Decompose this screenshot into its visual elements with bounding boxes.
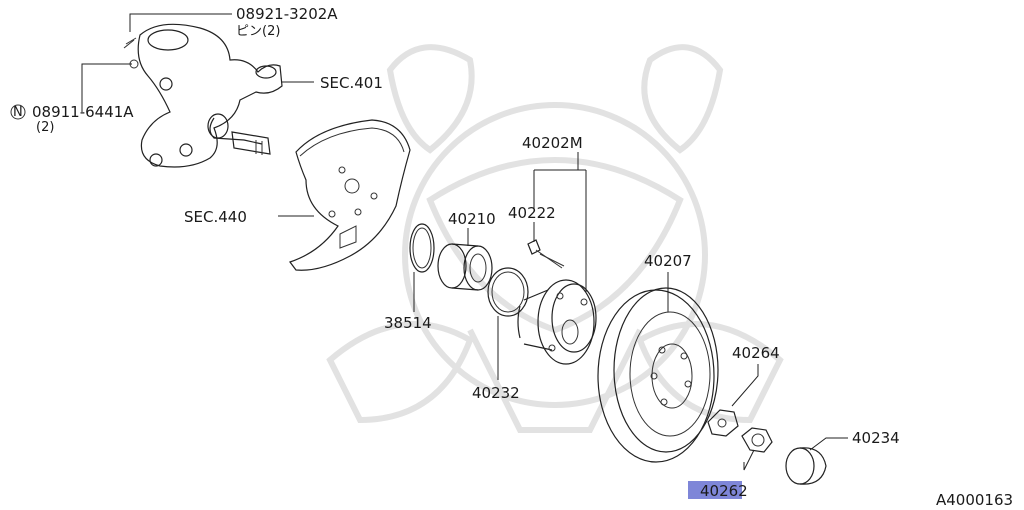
label-hub-bolt[interactable]: 40222 [508,204,556,222]
diagram-code: A4000163 [936,491,1013,509]
n-marker-circle [10,104,26,120]
steering-knuckle[interactable] [137,23,283,168]
seal-ring[interactable] [487,267,529,317]
hub-cap[interactable] [785,447,827,485]
brake-rotor[interactable] [597,287,719,463]
snap-ring[interactable] [409,223,435,273]
label-knuckle-nut-prefix: N [13,105,23,120]
hub-nut[interactable] [741,427,773,453]
label-snap-ring[interactable]: 38514 [384,314,432,332]
label-bearing[interactable]: 40210 [448,210,496,228]
dust-shield[interactable] [289,119,411,271]
leader-lines [81,13,848,471]
hub-bolt[interactable] [527,239,565,269]
label-knuckle-pin-note: ピン(2) [236,24,280,39]
watermark-emblem [326,44,784,433]
washer[interactable] [707,409,739,437]
label-hub-assy[interactable]: 40202M [522,134,583,152]
label-knuckle-nut[interactable]: 08911-6441A [32,103,134,121]
label-knuckle-pin[interactable]: 08921-3202A [236,5,338,23]
label-sec-401[interactable]: SEC.401 [320,74,383,92]
label-seal-ring[interactable]: 40232 [472,384,520,402]
label-knuckle-nut-note: (2) [36,120,54,135]
label-hub-cap[interactable]: 40234 [852,429,900,447]
wheel-bearing[interactable] [437,243,493,291]
label-sec-440[interactable]: SEC.440 [184,208,247,226]
label-hub-nut[interactable]: 40262 [700,482,748,500]
label-washer[interactable]: 40264 [732,344,780,362]
knuckle-pin[interactable] [123,37,137,49]
highlight-marker [688,481,742,499]
wheel-hub[interactable] [517,279,597,365]
label-rotor[interactable]: 40207 [644,252,692,270]
